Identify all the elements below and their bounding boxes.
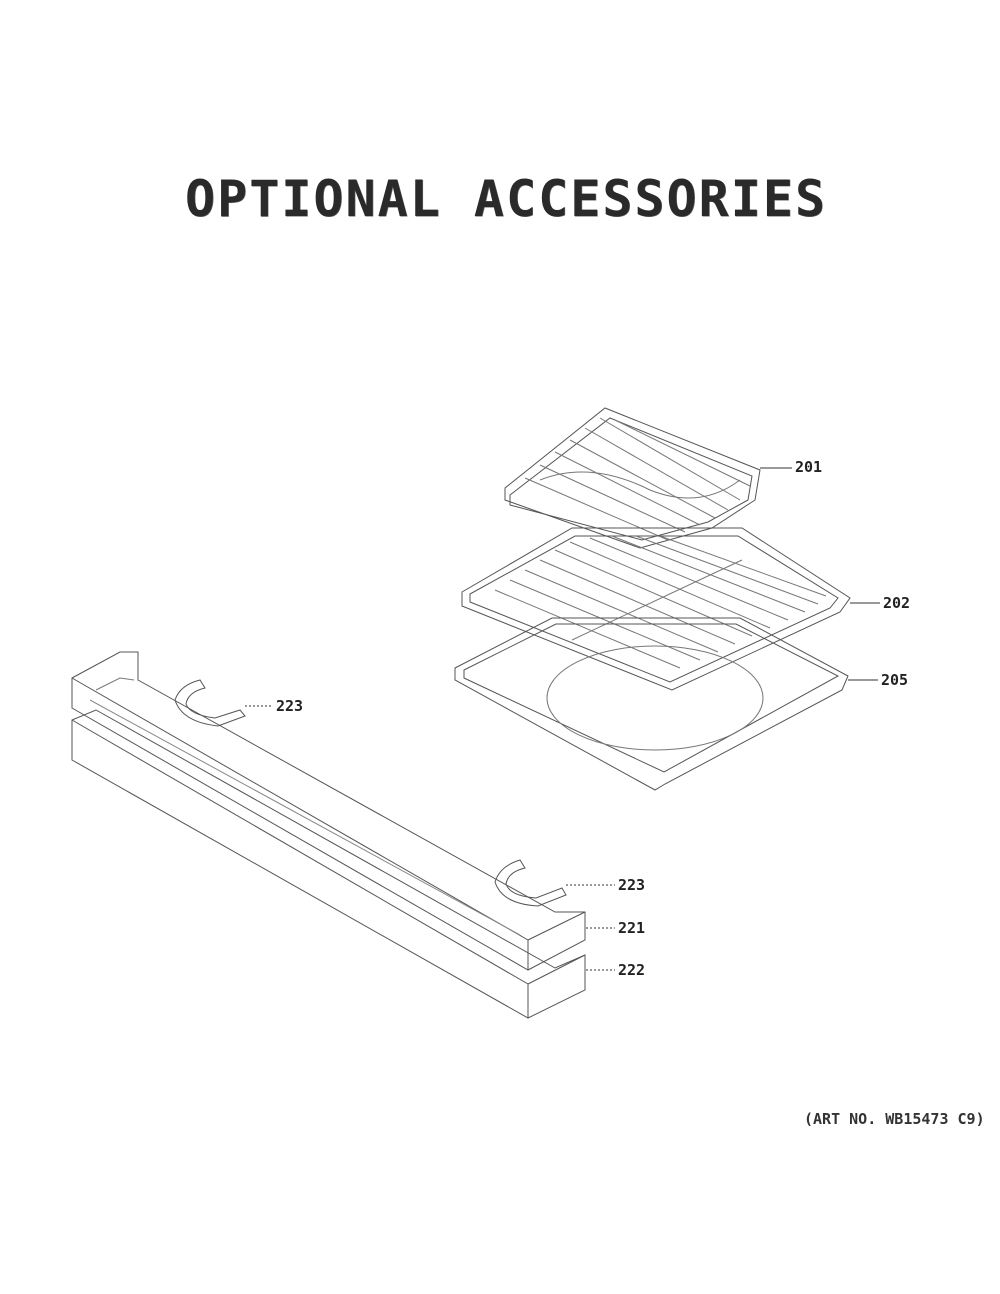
callout-223-left: 223 (276, 697, 304, 715)
part-222-trim-lower (72, 710, 585, 1018)
callout-222: 222 (618, 961, 646, 979)
part-223-clip-left (175, 680, 245, 726)
part-223-clip-right (495, 860, 566, 906)
part-202-broiler-grid (462, 528, 850, 690)
part-201-roasting-rack (505, 408, 760, 548)
callout-201: 201 (795, 458, 823, 476)
leader-lines (245, 468, 880, 970)
callout-221: 221 (618, 919, 646, 937)
callout-223-right: 223 (618, 876, 646, 894)
part-221-trim-upper (72, 652, 585, 970)
callout-202: 202 (883, 594, 911, 612)
callout-205: 205 (881, 671, 909, 689)
art-number: (ART NO. WB15473 C9) (804, 1110, 985, 1128)
part-205-broiler-pan (455, 618, 848, 790)
page-title: OPTIONAL ACCESSORIES (185, 170, 828, 228)
